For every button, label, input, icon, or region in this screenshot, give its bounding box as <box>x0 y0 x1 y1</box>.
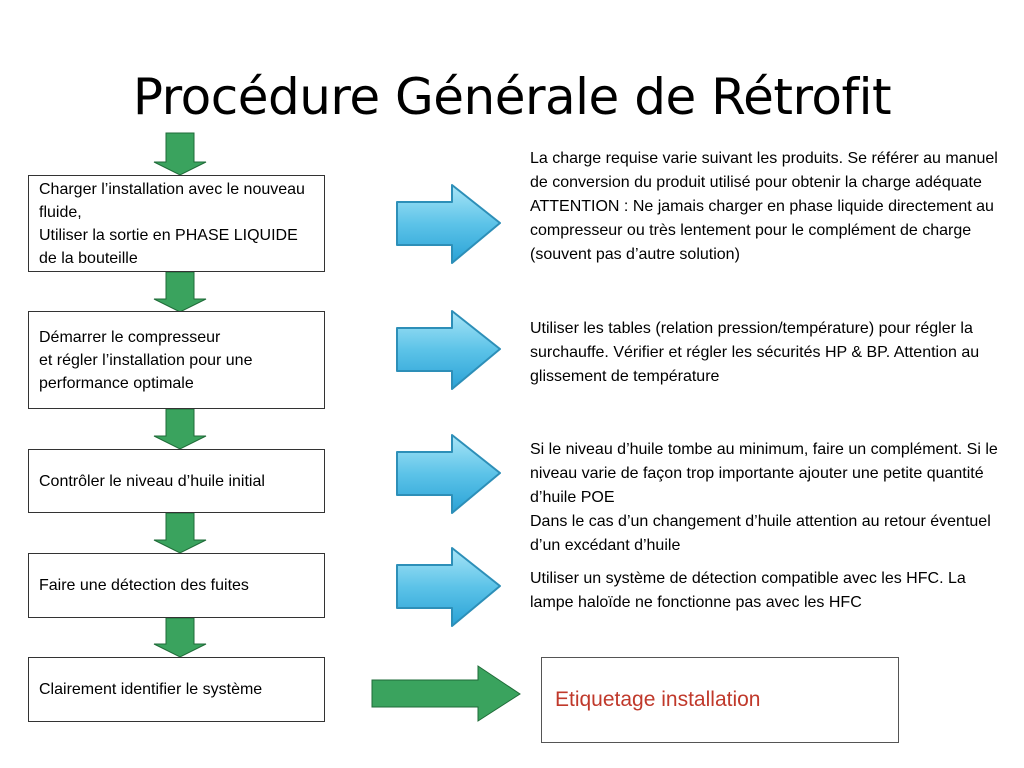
right-arrow-icon <box>396 310 501 390</box>
note-start: Utiliser les tables (relation pression/t… <box>530 320 980 385</box>
step-box-charge: Charger l’installation avec le nouveau f… <box>28 175 325 272</box>
step-text: Clairement identifier le système <box>39 681 263 698</box>
note-charge: La charge requise varie suivant les prod… <box>530 150 998 263</box>
labeling-text: Etiquetage installation <box>555 688 761 711</box>
slide-title: Procédure Générale de Rétrofit <box>132 68 892 126</box>
down-arrow-icon <box>153 512 207 554</box>
step-box-identify: Clairement identifier le système <box>28 657 325 722</box>
down-arrow-icon <box>153 271 207 313</box>
down-arrow-icon <box>153 132 207 176</box>
green-right-arrow-icon <box>371 665 521 722</box>
note-oil: Si le niveau d’huile tombe au minimum, f… <box>530 441 998 554</box>
step-box-leak: Faire une détection des fuites <box>28 553 325 618</box>
step-text: Faire une détection des fuites <box>39 577 249 594</box>
down-arrow-icon <box>153 408 207 450</box>
right-arrow-icon <box>396 184 501 264</box>
right-arrow-icon <box>396 434 501 514</box>
labeling-box: Etiquetage installation <box>541 657 899 743</box>
note-leak: Utiliser un système de détection compati… <box>530 570 966 611</box>
step-box-start: Démarrer le compresseur et régler l’inst… <box>28 311 325 409</box>
step-text: Charger l’installation avec le nouveau f… <box>39 180 305 267</box>
step-text: Démarrer le compresseur et régler l’inst… <box>39 328 253 392</box>
right-arrow-icon <box>396 547 501 627</box>
down-arrow-icon <box>153 617 207 658</box>
step-box-oil: Contrôler le niveau d’huile initial <box>28 449 325 513</box>
step-text: Contrôler le niveau d’huile initial <box>39 472 265 490</box>
